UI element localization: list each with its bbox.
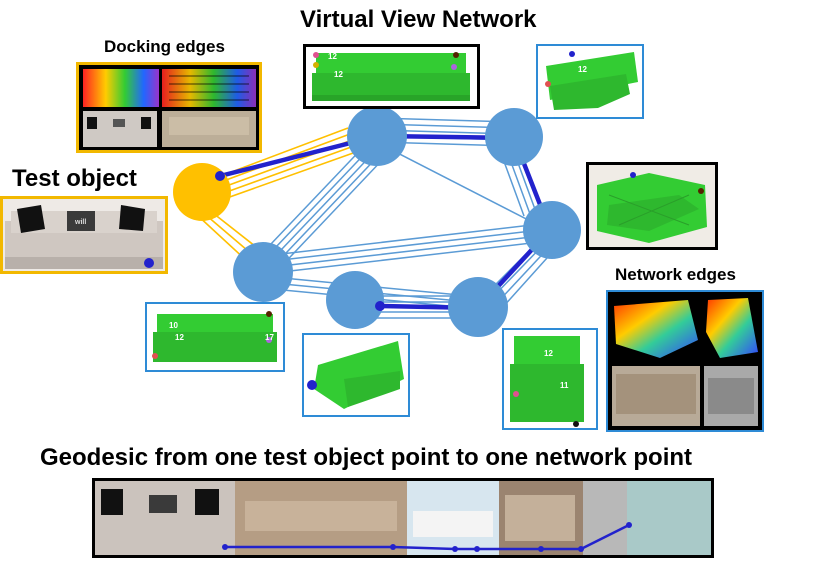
network-view-bottom-center — [302, 333, 410, 417]
virtual-view-network-title: Virtual View Network — [300, 6, 537, 33]
gray-pillow — [67, 211, 95, 231]
network-node — [347, 106, 407, 166]
network-view-right — [586, 162, 718, 250]
network-node — [326, 271, 384, 329]
network-node — [485, 108, 543, 166]
keypoint-dot — [307, 380, 317, 390]
path-endpoint-dot — [375, 301, 385, 311]
test-object-panel: will — [0, 196, 168, 274]
pillow-text: will — [75, 219, 87, 226]
network-view-top-right: 12 — [536, 44, 644, 119]
docking-flow-map-b — [162, 69, 256, 107]
network-view-left: 10 12 17 — [145, 302, 285, 372]
network-edges-panel — [606, 290, 764, 432]
network-view-top: 12 12 — [303, 44, 480, 109]
network-node — [523, 201, 581, 259]
network-flow-map-b — [706, 298, 758, 358]
geodesic-title: Geodesic from one test object point to o… — [40, 444, 693, 471]
docking-edges-panel — [76, 62, 262, 153]
network-node — [233, 242, 293, 302]
path-endpoint-dot — [215, 171, 225, 181]
keypoint-dot — [144, 258, 154, 268]
geodesic-image-strip — [92, 478, 714, 558]
docking-flow-map-a — [83, 69, 159, 107]
docking-edges-title: Docking edges — [104, 37, 225, 56]
network-view-bottom-right: 12 11 — [502, 328, 598, 430]
network-node — [448, 277, 508, 337]
network-edges-title: Network edges — [615, 265, 736, 284]
black-pillow — [119, 205, 145, 231]
test-object-title: Test object — [12, 165, 137, 192]
network-flow-map-a — [614, 300, 698, 358]
black-pillow — [17, 205, 45, 233]
